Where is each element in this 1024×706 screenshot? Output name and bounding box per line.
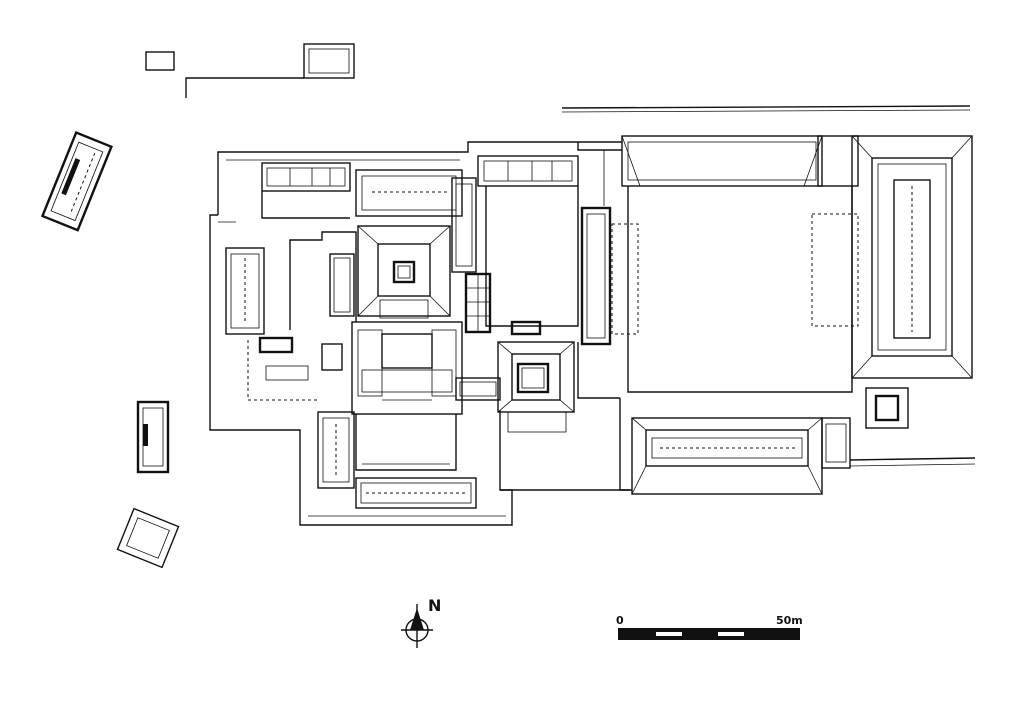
east-hall [851, 135, 973, 429]
south-middle-court [317, 321, 477, 509]
east-great-court [619, 135, 859, 495]
south-pavilion [497, 341, 630, 491]
detached-buildings [40, 43, 355, 569]
scale-end-label: 50m [776, 614, 803, 627]
central-east-halls [455, 272, 542, 401]
middle-court [477, 142, 639, 346]
north-arrow: N [401, 596, 441, 648]
north-label: N [428, 596, 441, 615]
boundary-lines [561, 105, 976, 467]
scale-start-label: 0 [616, 614, 624, 627]
scale-bar: 0 50m [616, 614, 803, 640]
west-wing [225, 162, 477, 381]
central-pavilion [357, 225, 451, 319]
main-compound-walls [209, 141, 622, 526]
